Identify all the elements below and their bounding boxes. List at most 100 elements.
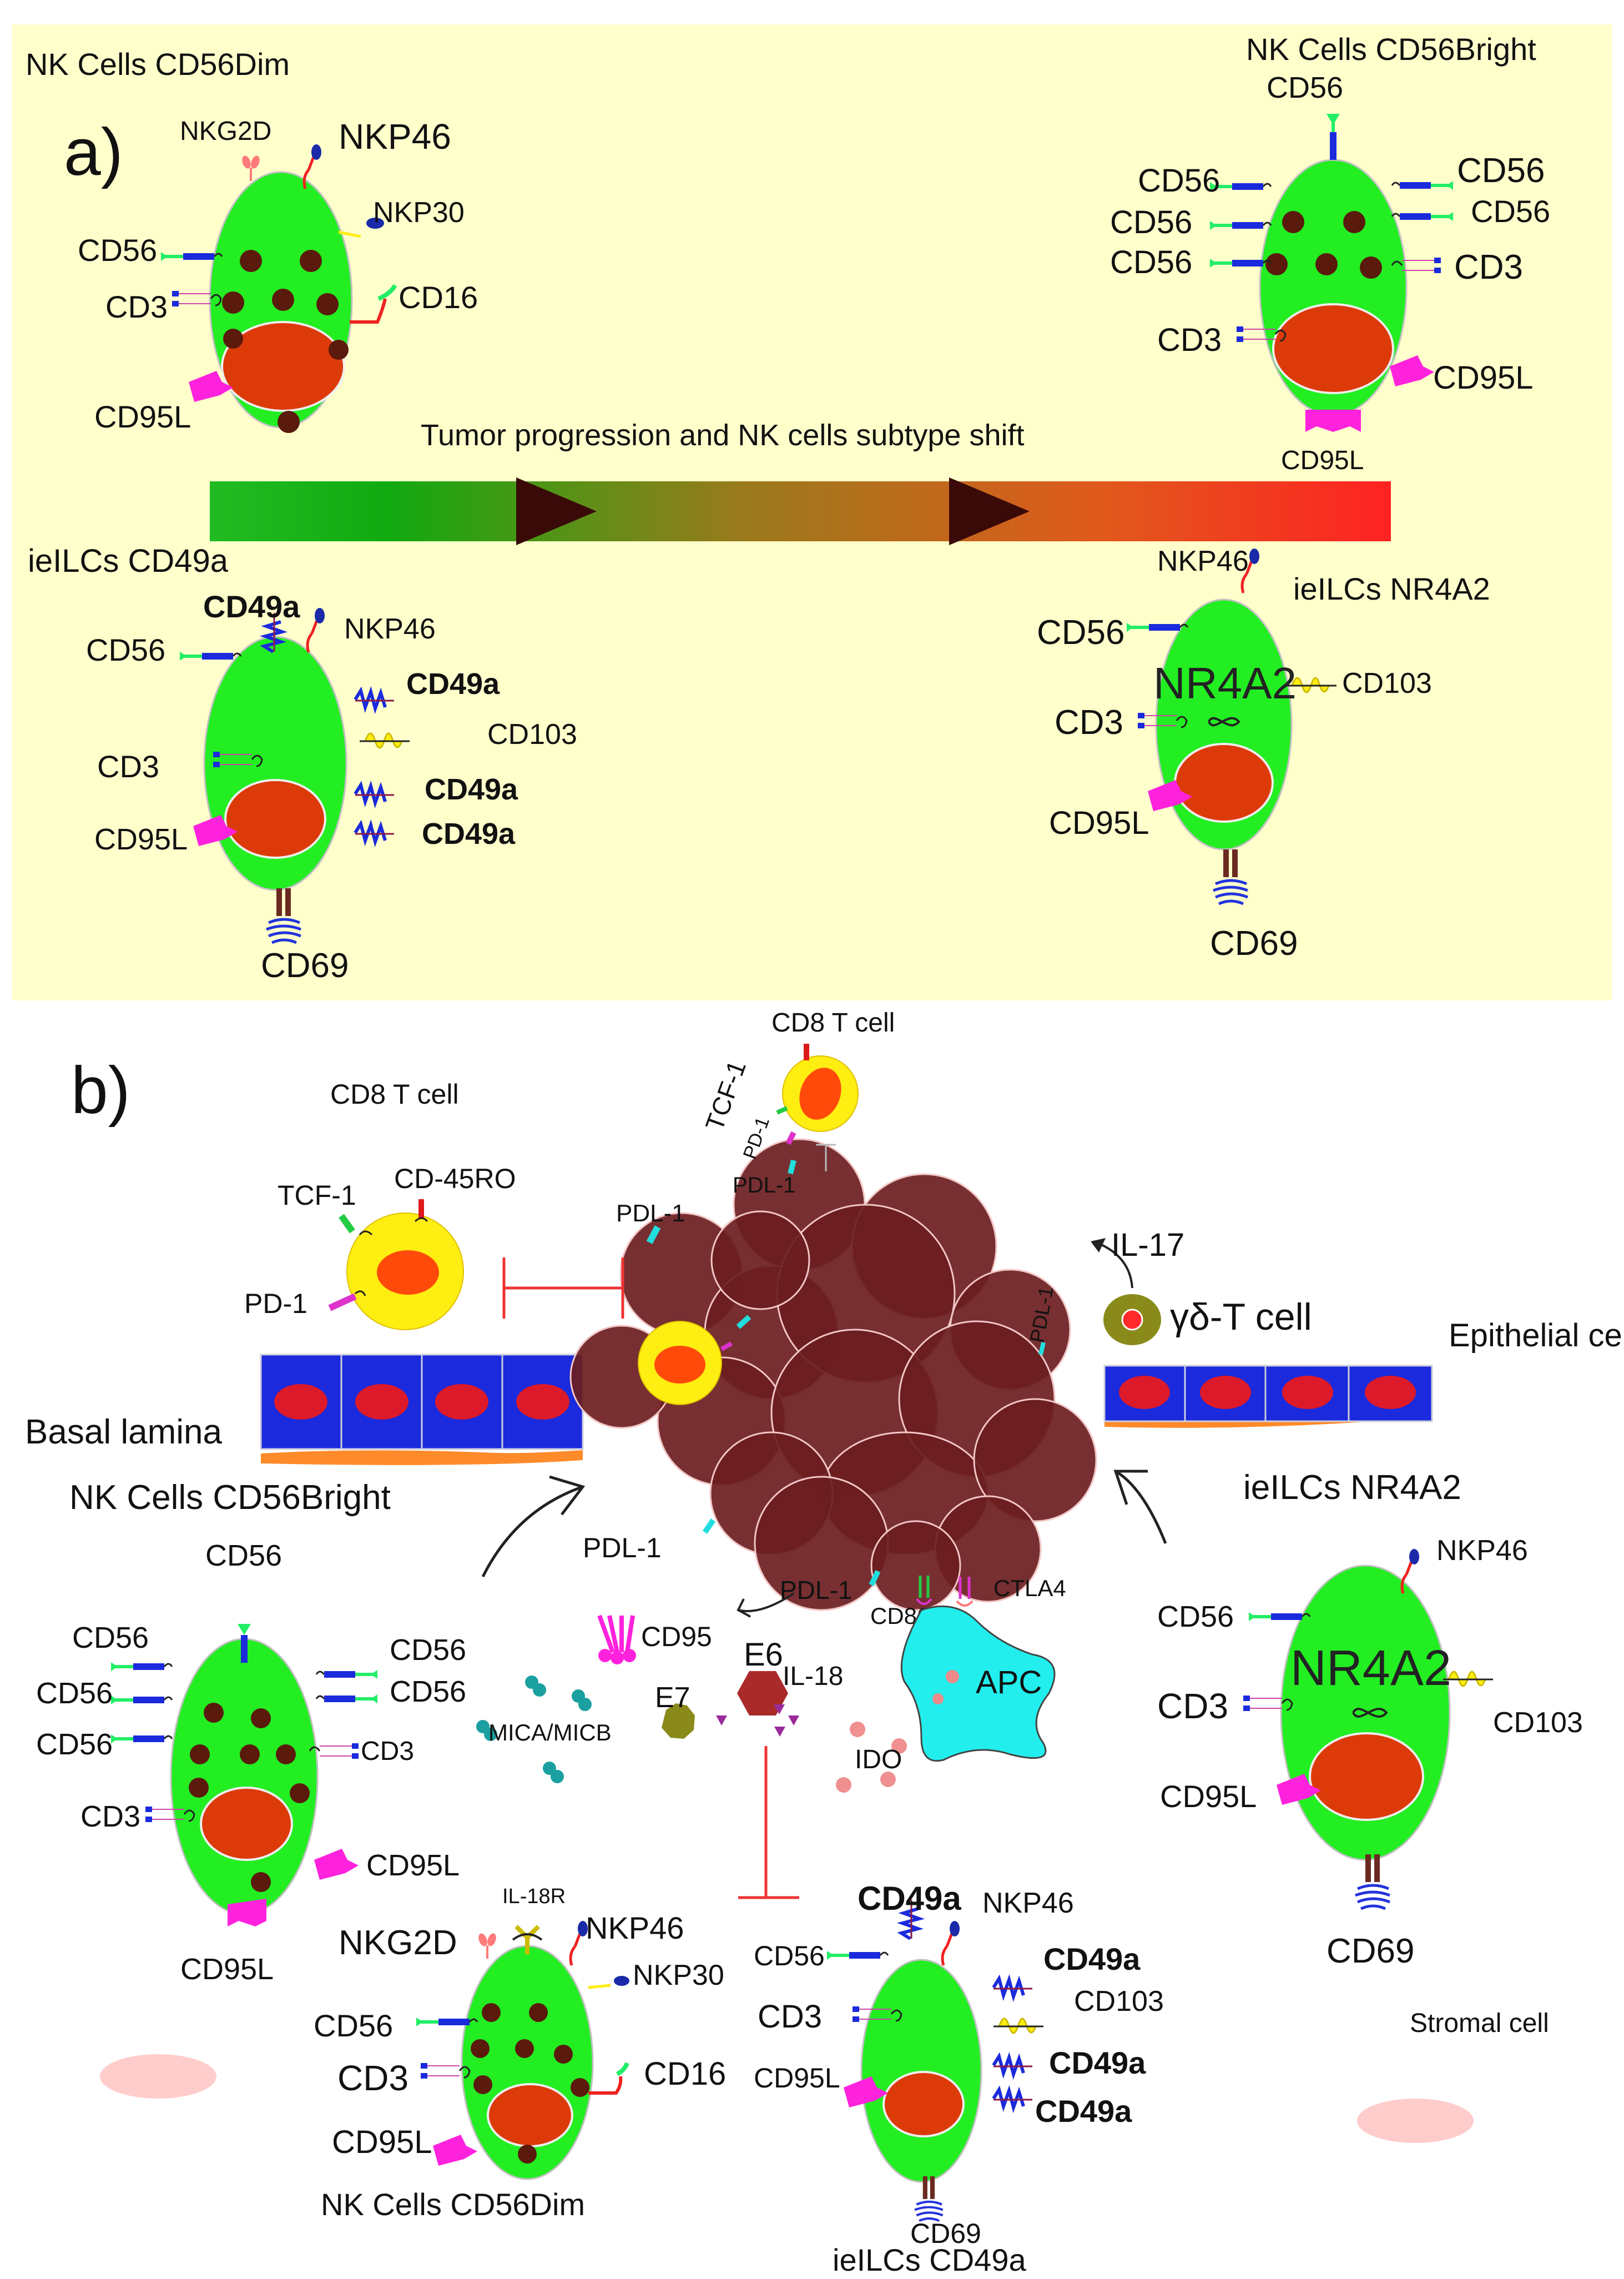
nk-dim-cell-a <box>161 144 397 433</box>
nk-bright-title-b: NK Cells CD56Bright <box>69 1478 391 1517</box>
label-cd56-l2-a: CD56 <box>1110 204 1192 240</box>
label-cd56-cd49a-b: CD56 <box>754 1940 825 1971</box>
label-cd69-cd49a-b: CD69 <box>910 2218 981 2249</box>
label-cd95l-dim-b: CD95L <box>332 2124 432 2160</box>
nk-bright-cell-b <box>111 1624 377 1926</box>
arrow-ielc-to-tumor <box>1114 1470 1167 1544</box>
epithelium-left <box>260 1354 584 1465</box>
label-nkp30-a: NKP30 <box>373 197 465 229</box>
nk-bright-title: NK Cells CD56Bright <box>1246 32 1536 67</box>
label-tcf1-top: TCF-1 <box>700 1057 752 1134</box>
label-cd56-r2-a: CD56 <box>1471 194 1550 229</box>
label-ido: IDO <box>855 1745 902 1774</box>
label-cd49a-3-a: CD49a <box>422 817 516 851</box>
progression-bar <box>210 481 1391 541</box>
label-pdl1-1: PDL-1 <box>616 1200 685 1227</box>
label-cd95l-r-b: CD95L <box>366 1849 460 1882</box>
label-cd95l-b-a: CD95L <box>94 823 188 856</box>
label-cd56-dim-b: CD56 <box>314 2008 393 2043</box>
label-ctla4: CTLA4 <box>993 1575 1066 1601</box>
label-nkp46-c-a: NKP46 <box>1157 545 1249 577</box>
label-cd3-dim-b: CD3 <box>337 2058 408 2098</box>
label-cd16-b: CD16 <box>644 2056 726 2092</box>
label-e6: E6 <box>744 1637 783 1673</box>
ielc-cd49a-cell-a <box>180 608 411 943</box>
label-cd95l-nr4a2-b: CD95L <box>1160 1779 1257 1814</box>
ielc-cd49a-title-a: ieILCs CD49a <box>28 543 229 579</box>
progression-arrowhead-1 <box>516 477 597 545</box>
stromal-cell-left <box>100 2054 216 2099</box>
label-cd103-c-a: CD103 <box>1342 667 1432 700</box>
label-pdl1-top: PDL-1 <box>733 1173 795 1198</box>
nk-dim-title-b: NK Cells CD56Dim <box>321 2187 585 2222</box>
label-pdl1-bottom: PDL-1 <box>780 1576 852 1604</box>
label-il17: IL-17 <box>1111 1227 1184 1263</box>
label-cd103-b-a: CD103 <box>487 718 577 751</box>
label-cd56-l1-b: CD56 <box>72 1621 149 1654</box>
il18-molecules <box>716 1704 799 1737</box>
label-cd56-c-a: CD56 <box>1037 613 1125 652</box>
label-cd95l-cd49a-b: CD95L <box>754 2062 840 2094</box>
arrow-nk-bright-to-tumor <box>481 1485 583 1578</box>
epithelium-right <box>1103 1365 1433 1428</box>
ielc-cd49a-title-b: ieILCs CD49a <box>833 2242 1026 2276</box>
apc-cell <box>900 1605 1056 1762</box>
label-cd56-top-b: CD56 <box>205 1539 282 1572</box>
label-nr4a2-b: NR4A2 <box>1290 1641 1451 1696</box>
label-cd95: CD95 <box>641 1621 712 1652</box>
label-cd3-c-a: CD3 <box>1055 703 1123 742</box>
label-mica-micb: MICA/MICB <box>488 1719 612 1745</box>
nk-bright-cell-a <box>1210 114 1453 432</box>
label-cd56-b-a: CD56 <box>86 632 165 667</box>
label-cd3-l-a: CD3 <box>1157 322 1222 358</box>
label-cd49a-1-a: CD49a <box>406 667 500 701</box>
pdl1-receptor-1 <box>646 1225 661 1244</box>
label-cd3-cd49a-b: CD3 <box>758 1999 822 2035</box>
label-nkg2d-b: NKG2D <box>339 1924 457 1962</box>
label-nkp46-b-a: NKP46 <box>344 613 436 645</box>
label-cd56-r1-b: CD56 <box>390 1633 466 1667</box>
cd8-left-title: CD8 T cell <box>330 1079 459 1110</box>
mica-micb-molecules <box>476 1676 592 1783</box>
basal-lamina-label: Basal lamina <box>25 1413 222 1451</box>
label-nr4a2-a: NR4A2 <box>1153 658 1297 708</box>
label-e7: E7 <box>655 1682 690 1714</box>
label-cd49a-top-b: CD49a <box>858 1880 961 1917</box>
label-cd95l-r-a: CD95L <box>1433 360 1534 396</box>
panel-b-letter: b) <box>71 1053 130 1128</box>
cd8-top-title: CD8 T cell <box>771 1008 895 1038</box>
cd8-t-cell-tumor <box>638 1315 752 1405</box>
label-cd95l-b-b: CD95L <box>180 1953 274 1986</box>
label-cd103-nr4a2-b: CD103 <box>1493 1707 1583 1739</box>
ielc-nr4a2-title-b: ieILCs NR4A2 <box>1243 1468 1461 1507</box>
label-cd49a-2-b: CD49a <box>1049 2045 1146 2080</box>
label-cd56-l1-a: CD56 <box>1138 163 1220 199</box>
label-cd3-nr4a2-b: CD3 <box>1157 1686 1228 1726</box>
tumor-mass <box>569 1138 1097 1611</box>
label-cd56-r2-b: CD56 <box>390 1675 466 1708</box>
label-stromal: Stromal cell <box>1410 2009 1549 2038</box>
label-cd3-r-a: CD3 <box>1454 248 1523 286</box>
label-cd49a-3-b: CD49a <box>1035 2094 1132 2129</box>
label-nkg2d-a: NKG2D <box>180 117 271 146</box>
label-cd69-c-a: CD69 <box>1210 924 1298 963</box>
nk-dim-cell-b <box>416 1921 629 2180</box>
cd8-t-cell-top <box>776 1044 859 1175</box>
label-cd3-l-b: CD3 <box>80 1800 140 1833</box>
label-cd56-a: CD56 <box>78 233 157 268</box>
label-nkp30-b: NKP30 <box>633 1959 724 1991</box>
label-gd-t-cell: γδ-T cell <box>1170 1296 1312 1338</box>
label-nkp46-dim-b: NKP46 <box>586 1910 684 1945</box>
ielc-nr4a2-title-a: ieILCs NR4A2 <box>1293 571 1490 606</box>
epithelial-cells-label: Epithelial cells <box>1449 1317 1624 1354</box>
progression-arrowhead-2 <box>949 477 1030 545</box>
label-cd69-nr4a2-b: CD69 <box>1327 1932 1415 1970</box>
label-pdl1-left-b: PDL-1 <box>583 1532 662 1563</box>
label-cd95l-b-a: CD95L <box>1281 446 1364 475</box>
label-nkp46-cd49a-b: NKP46 <box>982 1887 1074 1919</box>
label-cd45ro: CD-45RO <box>394 1163 516 1194</box>
label-il18: IL-18 <box>783 1662 843 1691</box>
label-cd95l-c-a: CD95L <box>1049 805 1149 841</box>
